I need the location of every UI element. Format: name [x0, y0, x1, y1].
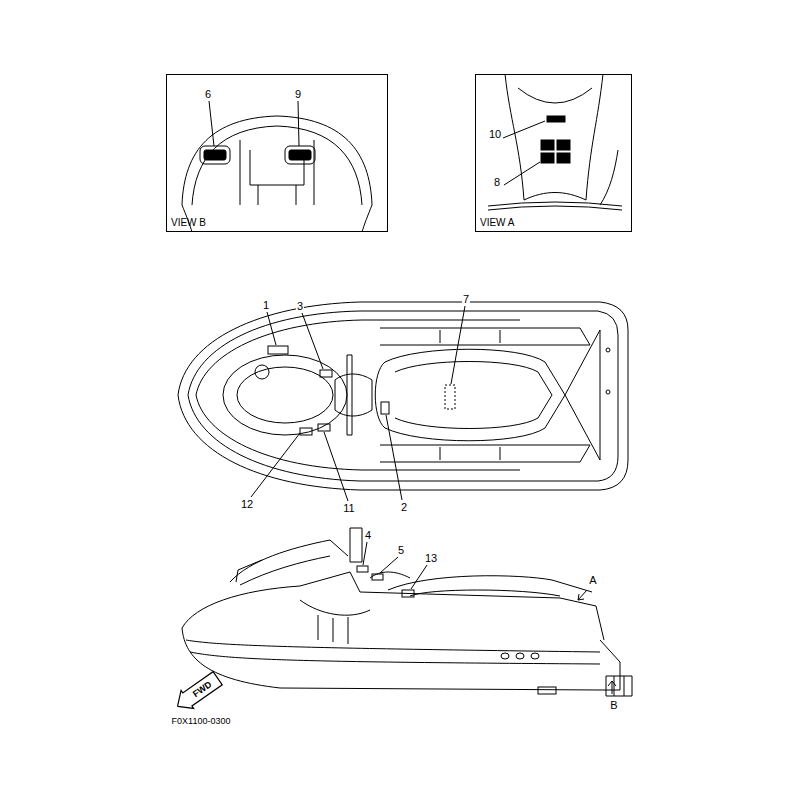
drawing-code: F0X1100-0300 [171, 717, 232, 726]
callout-number: 9 [294, 89, 302, 100]
callout-number: 1 [262, 300, 270, 311]
view-title: VIEW A [480, 217, 514, 228]
callout-number: 11 [342, 503, 355, 514]
view-title: VIEW B [171, 217, 206, 228]
view-arrow-letter: A [588, 575, 597, 586]
callout-number: 2 [400, 502, 408, 513]
callout-number: 12 [240, 499, 254, 510]
callout-number: 7 [462, 294, 470, 305]
callout-number: 3 [296, 301, 304, 312]
view-frame: VIEW A [475, 74, 632, 232]
view-a-drawing [488, 74, 622, 210]
side-view-drawing [182, 528, 632, 696]
view-b-drawing [182, 101, 372, 232]
callout-number: 8 [493, 177, 501, 188]
callout-number: 10 [488, 129, 502, 140]
forward-arrow: FWD [171, 669, 225, 716]
callout-number: 6 [204, 89, 212, 100]
callout-number: 13 [424, 553, 438, 564]
callout-number: 5 [397, 545, 405, 556]
view-arrow-letter: B [609, 700, 618, 711]
view-frame: VIEW B [166, 74, 388, 232]
callout-number: 4 [364, 530, 372, 541]
top-view-drawing [178, 302, 628, 501]
